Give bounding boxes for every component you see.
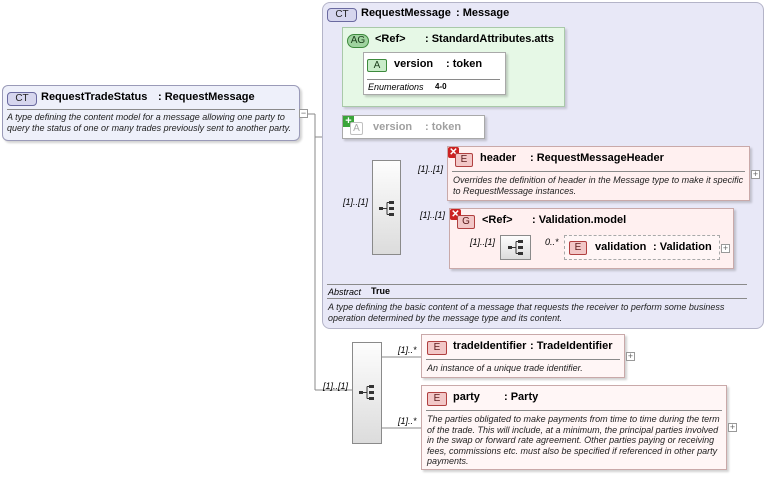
base-description: A type defining the basic content of a m…	[328, 302, 725, 323]
version-type: : token	[425, 121, 462, 133]
root-sequence-occurrence: [1]..[1]	[323, 381, 349, 391]
add-icon: +	[343, 116, 354, 127]
trade-identifier-expand-toggle[interactable]: +	[626, 351, 635, 361]
attribute-group-icon: AG	[347, 34, 369, 48]
base-sequence-compositor[interactable]	[372, 160, 401, 255]
trade-identifier-description: An instance of a unique trade identifier…	[427, 363, 583, 373]
version-attribute[interactable]: + A version : token	[342, 115, 485, 139]
attribute-group-type: : StandardAttributes.atts	[425, 33, 554, 45]
group-icon: G	[457, 215, 475, 229]
prohibited-icon: ✕	[448, 147, 459, 158]
trade-identifier-element[interactable]: E tradeIdentifier : TradeIdentifier An i…	[421, 334, 625, 378]
root-collapse-toggle[interactable]: −	[299, 108, 308, 118]
header-name: header	[480, 152, 517, 164]
prohibited-icon: ✕	[450, 209, 461, 220]
header-element[interactable]: ✕ E header : RequestMessageHeader Overri…	[447, 146, 750, 201]
party-occurrence: [1]..*	[398, 416, 417, 426]
root-description: A type defining the content model for a …	[7, 112, 291, 133]
trade-identifier-separator	[426, 359, 620, 360]
base-description-separator	[327, 298, 747, 299]
base-name: RequestMessage	[361, 7, 451, 19]
party-type: : Party	[504, 391, 539, 403]
version-attribute-name: version	[394, 58, 434, 70]
party-expand-toggle[interactable]: +	[728, 422, 737, 432]
complex-type-icon: CT	[7, 92, 37, 106]
sequence-icon	[379, 201, 394, 216]
base-type: : Message	[456, 7, 510, 19]
element-icon: E	[427, 341, 447, 355]
validation-element-occurrence: 0..*	[545, 237, 559, 247]
attribute-icon: A	[350, 122, 363, 135]
element-icon: E	[569, 241, 587, 255]
party-separator	[426, 410, 722, 411]
root-type: : RequestMessage	[158, 91, 255, 103]
validation-group-occurrence: [1]..[1]	[420, 210, 446, 220]
party-description: The parties obligated to make payments f…	[427, 414, 720, 466]
header-occurrence: [1]..[1]	[418, 164, 444, 174]
version-name: version	[373, 121, 413, 133]
validation-group-type: : Validation.model	[532, 214, 627, 226]
attribute-group[interactable]: AG <Ref> : StandardAttributes.atts A ver…	[342, 27, 565, 107]
validation-group-name: <Ref>	[482, 214, 513, 226]
header-description: Overrides the definition of header in th…	[453, 175, 744, 196]
element-icon: E	[455, 153, 473, 167]
sequence-icon	[508, 240, 523, 255]
validation-element-name: validation	[595, 241, 647, 253]
validation-sequence-occurrence: [1]..[1]	[470, 237, 496, 247]
header-expand-toggle[interactable]: +	[751, 169, 760, 179]
sequence-icon	[359, 385, 374, 400]
validation-element[interactable]: E validation : Validation	[564, 235, 720, 260]
header-separator	[452, 171, 745, 172]
attribute-group-name: <Ref>	[375, 33, 406, 45]
enum-separator	[367, 79, 500, 80]
root-sequence-compositor[interactable]	[352, 342, 382, 444]
validation-group[interactable]: ✕ G <Ref> : Validation.model [1]..[1] 0.…	[449, 208, 734, 269]
enumerations-label: Enumerations	[368, 82, 424, 92]
party-element[interactable]: E party : Party The parties obligated to…	[421, 385, 727, 470]
validation-element-type: : Validation	[653, 241, 712, 253]
header-type: : RequestMessageHeader	[530, 152, 664, 164]
attribute-icon: A	[367, 59, 387, 72]
base-sequence-occurrence: [1]..[1]	[343, 197, 369, 207]
version-attribute-enum[interactable]: A version : token Enumerations 4-0	[363, 52, 506, 95]
validation-expand-toggle[interactable]: +	[721, 243, 730, 253]
trade-identifier-name: tradeIdentifier	[453, 340, 527, 352]
enumerations-value: 4-0	[435, 82, 447, 91]
validation-sequence-compositor[interactable]	[500, 235, 531, 260]
root-name: RequestTradeStatus	[41, 91, 148, 103]
abstract-label: Abstract	[328, 287, 362, 297]
complex-type-icon: CT	[327, 8, 357, 22]
root-complex-type[interactable]: CT RequestTradeStatus : RequestMessage A…	[2, 85, 300, 141]
root-separator	[7, 109, 295, 110]
trade-identifier-occurrence: [1]..*	[398, 345, 417, 355]
base-abstract-separator	[327, 284, 747, 285]
party-name: party	[453, 391, 480, 403]
element-icon: E	[427, 392, 447, 406]
abstract-value: True	[371, 286, 391, 296]
trade-identifier-type: : TradeIdentifier	[530, 340, 613, 352]
version-attribute-type: : token	[446, 58, 483, 70]
